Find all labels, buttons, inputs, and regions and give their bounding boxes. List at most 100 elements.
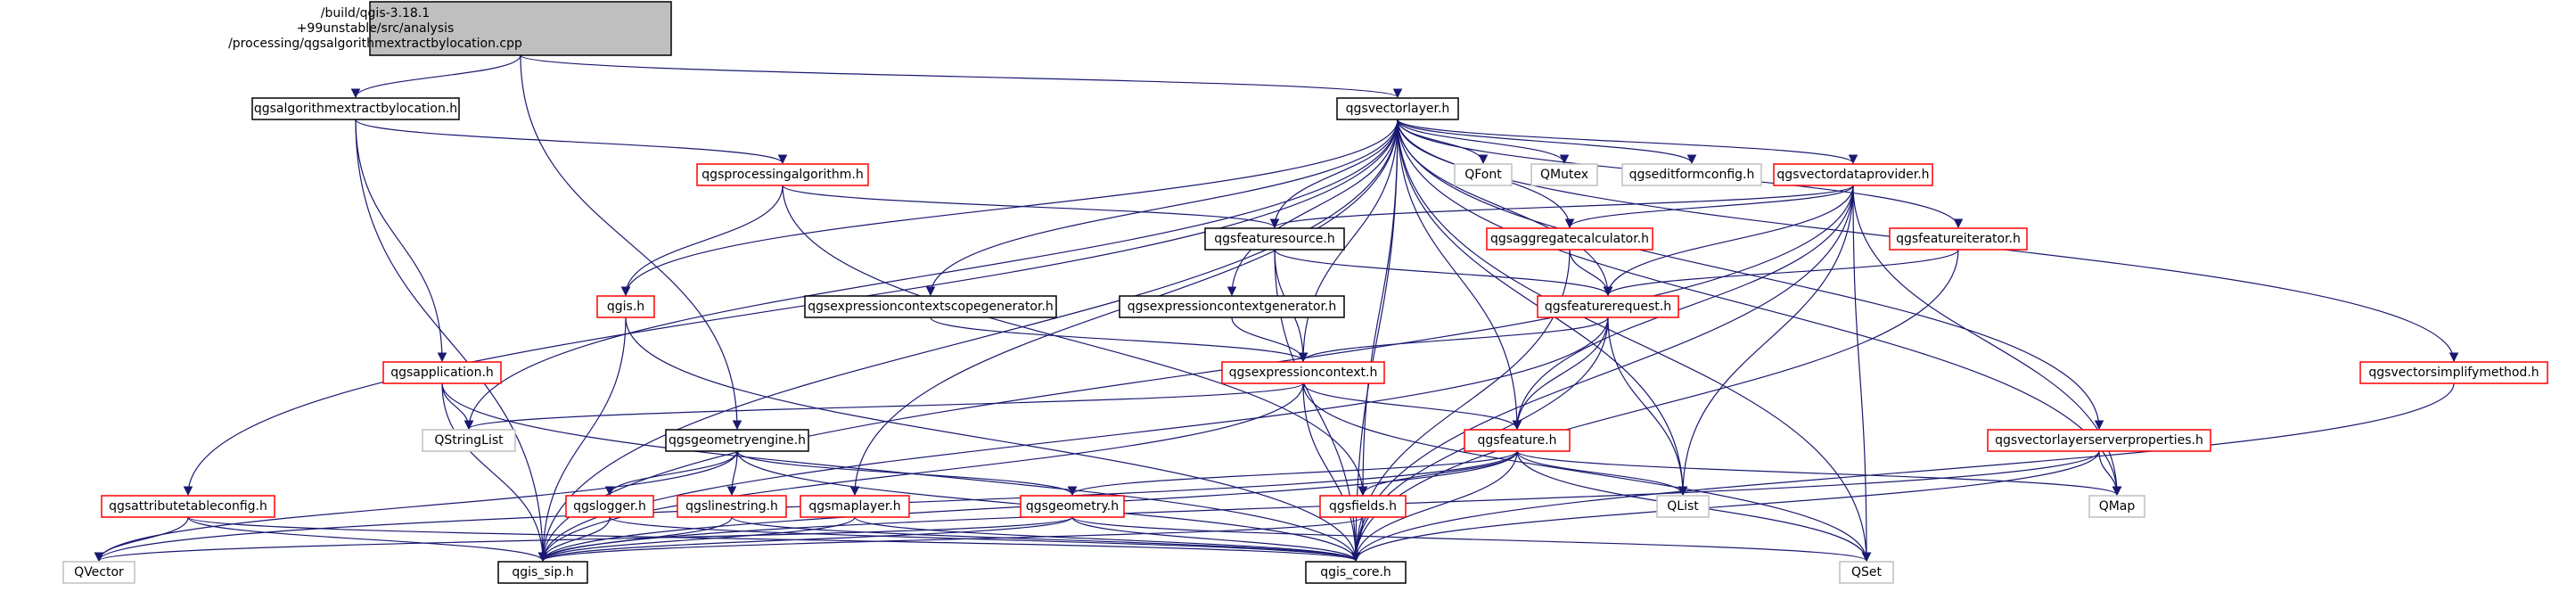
node-qmap[interactable]: QMap xyxy=(2088,495,2145,518)
node-qgsvectorlayerserverproperties-h[interactable]: qgsvectorlayerserverproperties.h xyxy=(1987,429,2211,452)
node-qgsfeaturesource-h[interactable]: qgsfeaturesource.h xyxy=(1204,227,1345,251)
node-box xyxy=(422,429,516,452)
node-label: qgsapplication.h xyxy=(390,366,494,380)
edge-path xyxy=(355,119,548,563)
edge-path xyxy=(1071,516,1361,563)
edge-maplayer-to-qgis_core xyxy=(854,516,1361,563)
node-qgsgeometryengine-h[interactable]: qgsgeometryengine.h xyxy=(665,429,809,452)
node-label: qgsvectorlayerserverproperties.h xyxy=(1995,433,2203,448)
node-qgsvectorsimplifymethod-h[interactable]: qgsvectorsimplifymethod.h xyxy=(2359,361,2548,384)
edge-attrtableconfig-to-qgis_sip xyxy=(187,516,548,563)
node-qgsmaplayer-h[interactable]: qgsmaplayer.h xyxy=(800,495,910,518)
node-qgsfeature-h[interactable]: qgsfeature.h xyxy=(1464,429,1571,452)
node-qset[interactable]: QSet xyxy=(1839,561,1894,584)
edge-path xyxy=(464,119,1399,431)
edge-path xyxy=(1067,450,1518,497)
edge-path xyxy=(1678,185,1854,497)
edge-path xyxy=(1350,382,2455,563)
edge-vectordataprovider-to-featurerequest xyxy=(1603,185,1854,297)
edge-path xyxy=(736,450,1078,497)
node-qstringlist[interactable]: QStringList xyxy=(422,429,516,452)
node-qgsvectordataprovider-h[interactable]: qgsvectordataprovider.h xyxy=(1773,163,1933,186)
node-qgsexpressioncontext-h[interactable]: qgsexpressioncontext.h xyxy=(1221,361,1385,384)
edge-path xyxy=(1350,516,1364,563)
edge-root-to-vectorlayer xyxy=(520,54,1402,99)
node-qgsfeatureiterator-h[interactable]: qgsfeatureiterator.h xyxy=(1889,227,2028,251)
edge-path xyxy=(537,516,1073,563)
node-qgsexpressioncontextscopegenerator-h[interactable]: qgsexpressioncontextscopegenerator.h xyxy=(804,295,1057,318)
edge-path xyxy=(187,516,1360,563)
node-processing-qgsalgorithmextractbylocation-cpp: /build/qgis-3.18.1+99unstable/src/analys… xyxy=(228,1,672,56)
node-qmutex[interactable]: QMutex xyxy=(1530,163,1598,186)
node-box xyxy=(1305,561,1407,584)
edge-path xyxy=(1350,119,1399,563)
node-qgsalgorithmextractbylocation-h[interactable]: qgsalgorithmextractbylocation.h xyxy=(251,97,460,120)
edge-vectorlayer-to-featurerequest xyxy=(1397,119,1613,297)
edge-vectordataprovider-to-qgis_core xyxy=(1350,185,1854,563)
node-qgseditformconfig-h[interactable]: qgseditformconfig.h xyxy=(1621,163,1762,186)
edge-exprcontext-to-qset xyxy=(1302,382,1872,563)
node-qvector[interactable]: QVector xyxy=(62,561,135,584)
edge-root-to-algo_h xyxy=(350,54,521,99)
node-qgsvectorlayer-h[interactable]: qgsvectorlayer.h xyxy=(1336,97,1459,120)
node-qgsfields-h[interactable]: qgsfields.h xyxy=(1319,495,1407,518)
edge-vectordataprovider-to-qgis_sip xyxy=(537,185,1854,563)
edge-path xyxy=(1269,185,1854,229)
node-label: qgsgeometry.h xyxy=(1026,499,1119,514)
edge-vectorlayer-to-qstringlist xyxy=(464,119,1399,431)
edge-algo_h-to-processingalgorithm xyxy=(355,119,788,165)
edge-path xyxy=(1358,119,1399,497)
node-box xyxy=(497,561,588,584)
edge-path xyxy=(2098,450,2122,497)
node-box xyxy=(804,295,1057,318)
node-box xyxy=(1889,227,2028,251)
node-qgsaggregatecalculator-h[interactable]: qgsaggregatecalculator.h xyxy=(1486,227,1653,251)
edge-feature-to-qgis_core xyxy=(1350,450,1518,563)
edge-featuresource-to-featurerequest xyxy=(1274,249,1613,297)
edge-path xyxy=(1302,382,1872,563)
edge-feature-to-qlist xyxy=(1516,450,1688,497)
edge-vectordataprovider-to-aggregatecalculator xyxy=(1564,185,1854,229)
node-qgslogger-h[interactable]: qgslogger.h xyxy=(565,495,654,518)
node-qgsattributetableconfig-h[interactable]: qgsattributetableconfig.h xyxy=(101,495,275,518)
edge-path xyxy=(1516,450,2122,497)
node-qgis-core-h[interactable]: qgis_core.h xyxy=(1305,561,1407,584)
edge-geometry-to-qvector xyxy=(94,516,1073,563)
node-qgis-h[interactable]: qgis.h xyxy=(596,295,655,318)
node-qgis-sip-h[interactable]: qgis_sip.h xyxy=(497,561,588,584)
node-qfont[interactable]: QFont xyxy=(1454,163,1513,186)
node-qgsapplication-h[interactable]: qgsapplication.h xyxy=(382,361,502,384)
node-label: qgsfeature.h xyxy=(1478,433,1557,448)
node-label: QMap xyxy=(2099,499,2136,514)
node-label: QList xyxy=(1667,499,1699,514)
edge-path xyxy=(183,119,1399,497)
edge-logger-to-qgis_core xyxy=(609,516,1361,563)
node-qgsprocessingalgorithm-h[interactable]: qgsprocessingalgorithm.h xyxy=(696,163,869,186)
edge-linestring-to-qgis_sip xyxy=(537,516,733,563)
edge-vectordataprovider-to-feature xyxy=(1512,185,1854,431)
edge-vectorlayer-to-qgis_core xyxy=(1350,119,1399,563)
node-box xyxy=(1773,163,1933,186)
edge-vectorlayer-to-vectordataprovider xyxy=(1397,119,1858,165)
node-qgslinestring-h[interactable]: qgslinestring.h xyxy=(677,495,787,518)
node-qgsexpressioncontextgenerator-h[interactable]: qgsexpressioncontextgenerator.h xyxy=(1119,295,1345,318)
edge-path xyxy=(925,119,1399,297)
node-qgsgeometry-h[interactable]: qgsgeometry.h xyxy=(1020,495,1125,518)
node-qlist[interactable]: QList xyxy=(1656,495,1710,518)
edge-path xyxy=(537,317,627,563)
node-qgsfeaturerequest-h[interactable]: qgsfeaturerequest.h xyxy=(1537,295,1679,318)
edge-path xyxy=(1350,450,2100,563)
node-box xyxy=(565,495,654,518)
node-box xyxy=(369,1,672,56)
edge-path xyxy=(1516,450,1688,497)
node-label: qgsexpressioncontextscopegenerator.h xyxy=(808,300,1054,314)
edge-exprcontext-to-qstringlist xyxy=(464,382,1304,431)
edge-exprcontext-to-feature xyxy=(1302,382,1522,431)
node-label: qgsmaplayer.h xyxy=(808,499,900,514)
edge-path xyxy=(1397,119,1522,431)
edge-path xyxy=(625,317,1361,563)
edge-exprcontext-to-qgis_sip xyxy=(537,382,1304,563)
node-label: qgsexpressioncontextgenerator.h xyxy=(1128,300,1337,314)
node-label: qgsvectorlayer.h xyxy=(1346,102,1450,116)
